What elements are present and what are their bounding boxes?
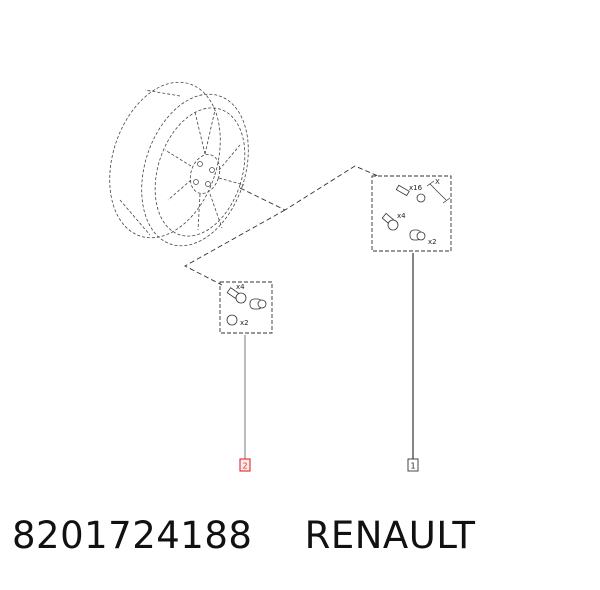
callout-1-label: 1 (411, 462, 416, 471)
kit-box-2 (219, 281, 273, 334)
assembly-leader-line (184, 165, 379, 286)
part-caption: 8201724188 RENAULT (12, 514, 592, 568)
wheel-hub-holes (193, 161, 215, 187)
box1-qty-locks: x4 (397, 212, 406, 220)
box2-lock-icon (226, 287, 267, 326)
callout-2-label: 2 (243, 462, 248, 471)
box1-bolt-icon (381, 184, 426, 241)
box1-dim-label: X (435, 178, 440, 186)
part-number: 8201724188 (12, 514, 253, 557)
wheel-rim (109, 81, 249, 247)
box2-qty-keys: x2 (240, 319, 249, 327)
kit-box-1 (371, 175, 452, 252)
box1-dimension-mark (426, 180, 451, 204)
box1-qty-bolts: x16 (409, 184, 423, 192)
callout-1[interactable]: 1 (407, 458, 419, 472)
box1-qty-keys: x2 (428, 238, 437, 246)
callout-2[interactable]: 2 (239, 458, 251, 472)
brand-name: RENAULT (304, 514, 476, 557)
box2-qty-locks: x4 (236, 283, 245, 291)
